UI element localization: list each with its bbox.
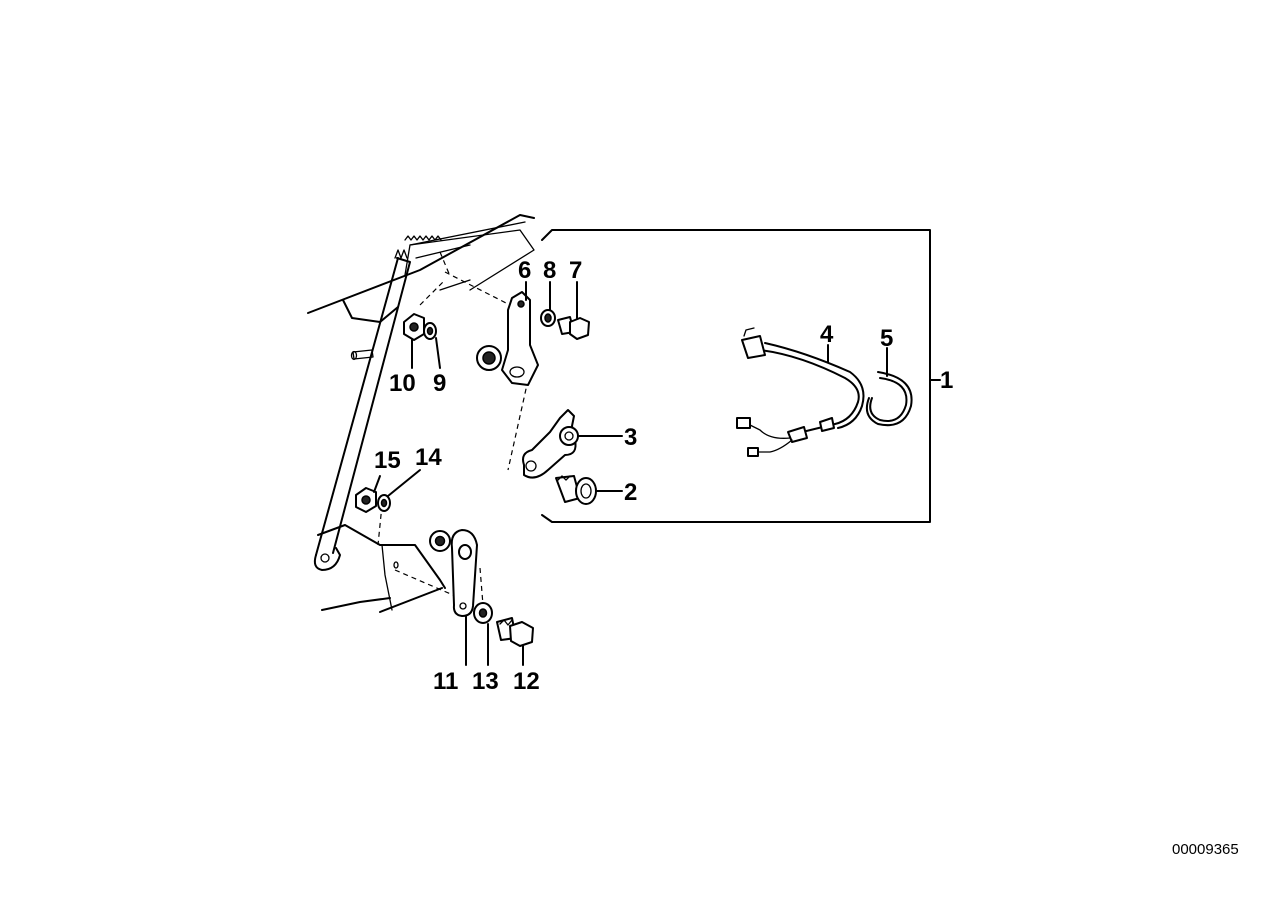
callout-15: 15 — [374, 447, 401, 474]
callout-labels: 1 2 3 4 5 6 8 7 10 9 15 14 11 13 12 — [374, 257, 953, 695]
drawing-number: 00009365 — [1172, 841, 1239, 858]
upper-body-structure — [307, 214, 535, 323]
callout-10: 10 — [389, 370, 416, 397]
callout-7: 7 — [569, 257, 582, 284]
lower-washer-and-bolt — [473, 602, 534, 647]
callout-13: 13 — [472, 668, 499, 695]
callout-11: 11 — [433, 668, 458, 695]
circlip — [865, 371, 913, 427]
assembly-lines — [377, 251, 529, 606]
callout-5: 5 — [880, 325, 893, 352]
lower-hinge-bracket — [429, 529, 478, 617]
leader-lines — [373, 281, 888, 666]
callout-4: 4 — [820, 321, 834, 348]
callout-9: 9 — [433, 370, 446, 397]
kit-bracket-frame — [541, 229, 941, 523]
callout-3: 3 — [624, 424, 637, 451]
hinge-link-and-pin — [522, 409, 597, 505]
callout-6: 6 — [518, 257, 531, 284]
lower-nut-and-washer — [355, 487, 391, 513]
upper-washer-and-bolt — [540, 309, 590, 340]
lower-body-structure — [317, 524, 446, 613]
callout-1: 1 — [940, 367, 953, 394]
callout-12: 12 — [513, 668, 540, 695]
callout-14: 14 — [415, 444, 442, 471]
upper-nut-and-washer — [403, 313, 437, 341]
vertical-strut — [313, 257, 411, 571]
callout-2: 2 — [624, 479, 637, 506]
wiring-harness — [736, 327, 865, 457]
callout-8: 8 — [543, 257, 556, 284]
upper-hinge-bracket — [476, 291, 539, 386]
